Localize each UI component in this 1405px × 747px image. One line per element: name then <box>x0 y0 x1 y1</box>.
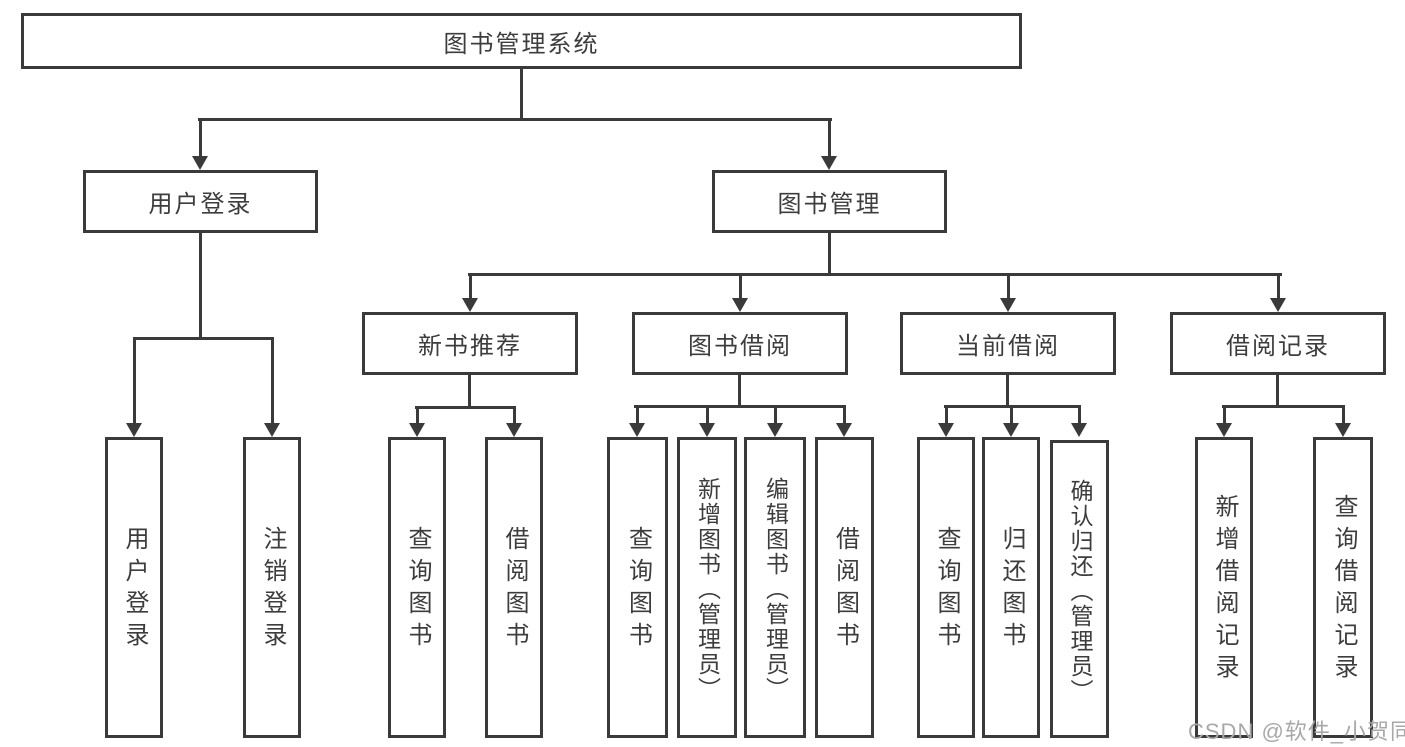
connector-v-line <box>738 375 741 408</box>
connector-arrow <box>126 337 142 437</box>
node-library-management-system: 图书管理系统 <box>21 13 1022 69</box>
node-leaf-return-books: 归还图书 <box>982 437 1040 738</box>
connector-h-line <box>634 405 846 408</box>
connector-arrow <box>836 405 852 437</box>
node-current-borrowing: 当前借阅 <box>900 312 1116 375</box>
csdn-watermark: CSDN @软件_小贺同学 <box>1188 719 1405 744</box>
connector-arrow <box>1003 405 1019 437</box>
connector-v-line <box>520 69 523 121</box>
connector-arrow <box>264 337 280 437</box>
node-leaf-add-books-admin: 新增图书（管理员） <box>677 437 737 738</box>
connector-arrow <box>462 273 478 312</box>
node-leaf-user-login: 用户登录 <box>105 437 163 738</box>
node-book-borrowing: 图书借阅 <box>632 312 848 375</box>
connector-h-line <box>944 405 1081 408</box>
connector-h-line <box>133 337 274 340</box>
connector-arrow <box>1335 405 1351 437</box>
connector-arrow <box>767 405 783 437</box>
node-leaf-query-borrow-record: 查询借阅记录 <box>1313 437 1373 738</box>
node-leaf-query-books-2: 查询图书 <box>607 437 668 738</box>
node-leaf-add-borrow-record: 新增借阅记录 <box>1195 437 1253 738</box>
connector-arrow <box>629 405 645 437</box>
connector-arrow <box>821 118 837 170</box>
connector-h-line <box>415 406 516 409</box>
connector-v-line <box>828 233 831 276</box>
connector-v-line <box>1006 375 1009 408</box>
node-leaf-query-books-1: 查询图书 <box>388 437 446 738</box>
connector-arrow <box>1071 405 1087 437</box>
node-user-login-group: 用户登录 <box>83 170 318 233</box>
node-book-management: 图书管理 <box>712 170 947 233</box>
connector-arrow <box>938 405 954 437</box>
node-new-book-recommendation: 新书推荐 <box>362 312 578 375</box>
node-borrowing-records: 借阅记录 <box>1170 312 1386 375</box>
connector-arrow <box>732 273 748 312</box>
connector-v-line <box>468 375 471 409</box>
connector-arrow <box>1270 273 1286 312</box>
node-leaf-confirm-return-admin: 确认归还（管理员） <box>1050 440 1109 738</box>
node-leaf-borrow-books-1: 借阅图书 <box>485 437 543 738</box>
connector-arrow <box>192 118 208 170</box>
connector-h-line <box>468 273 1282 276</box>
connector-arrow <box>1000 273 1016 312</box>
connector-v-line <box>199 233 202 340</box>
connector-h-line <box>1222 405 1344 408</box>
node-leaf-logout: 注销登录 <box>243 437 301 738</box>
connector-arrow <box>699 405 715 437</box>
connector-arrow <box>409 406 425 437</box>
connector-arrow <box>506 406 522 437</box>
connector-h-line <box>198 118 832 121</box>
node-leaf-edit-books-admin: 编辑图书（管理员） <box>744 437 806 738</box>
connector-v-line <box>1276 375 1279 408</box>
node-leaf-borrow-books-2: 借阅图书 <box>815 437 874 738</box>
node-leaf-query-books-3: 查询图书 <box>917 437 975 738</box>
connector-arrow <box>1216 405 1232 437</box>
